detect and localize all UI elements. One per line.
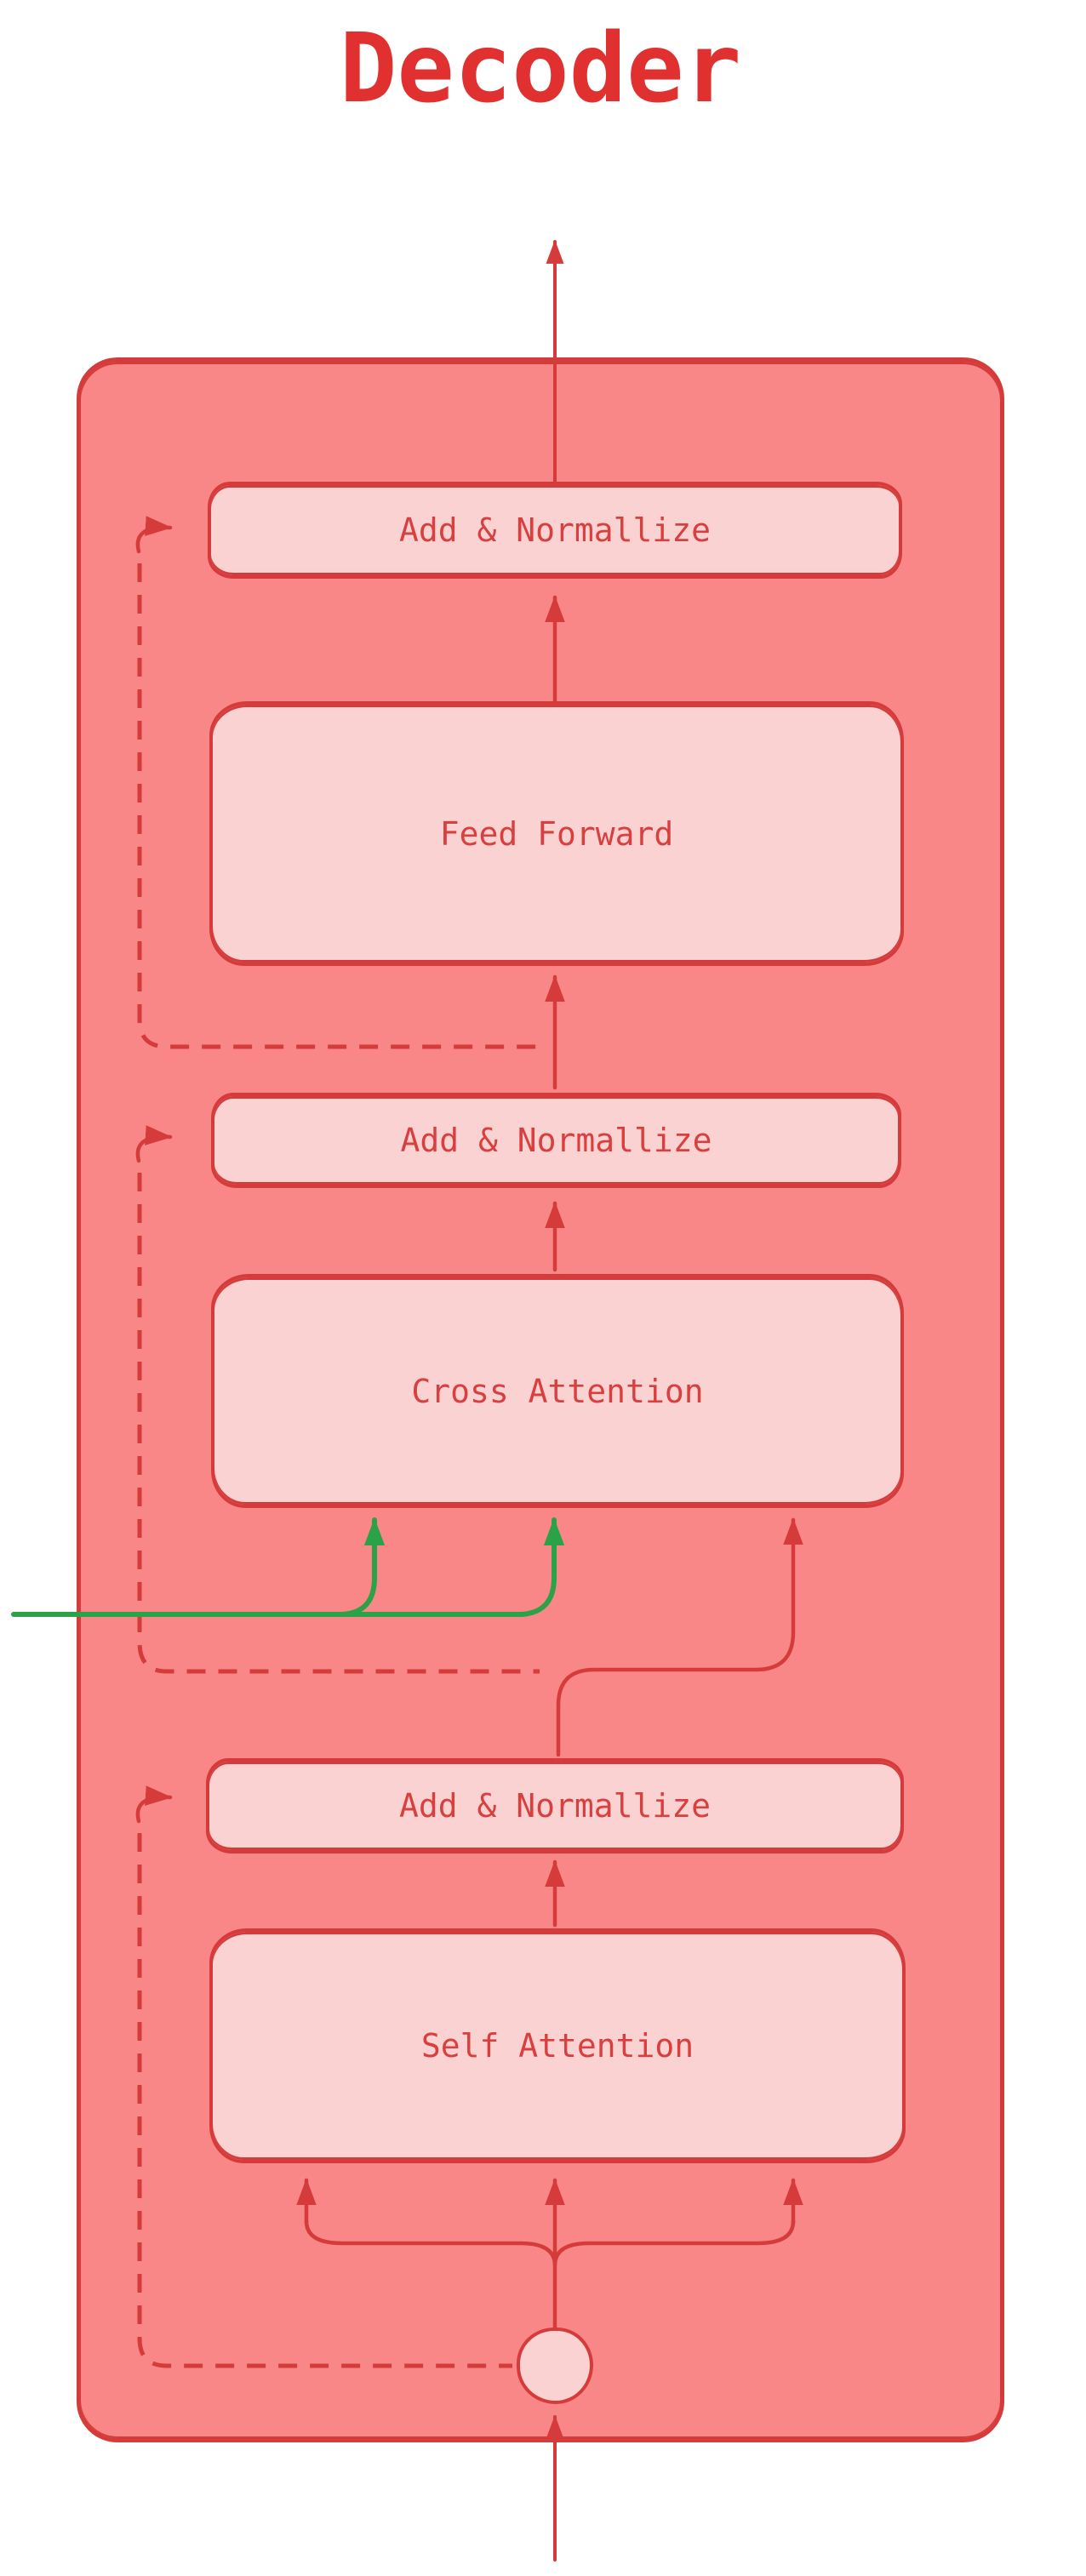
block-label: Add & Normallize (398, 1787, 712, 1825)
block-cross-attention: Cross Attention (211, 1274, 904, 1508)
page-title: Decoder (339, 14, 741, 124)
block-label: Add & Normallize (398, 511, 712, 549)
input-node-circle (517, 2328, 593, 2404)
block-label: Feed Forward (439, 814, 674, 853)
block-add-normalize-bottom: Add & Normallize (206, 1758, 904, 1853)
block-label: Add & Normallize (400, 1122, 712, 1159)
block-feed-forward: Feed Forward (209, 701, 904, 966)
block-self-attention: Self Attention (209, 1928, 906, 2163)
block-label: Cross Attention (411, 1372, 704, 1410)
block-add-normalize-top: Add & Normallize (208, 482, 902, 579)
block-label: Self Attention (420, 2027, 694, 2065)
block-add-normalize-middle: Add & Normallize (211, 1093, 901, 1188)
